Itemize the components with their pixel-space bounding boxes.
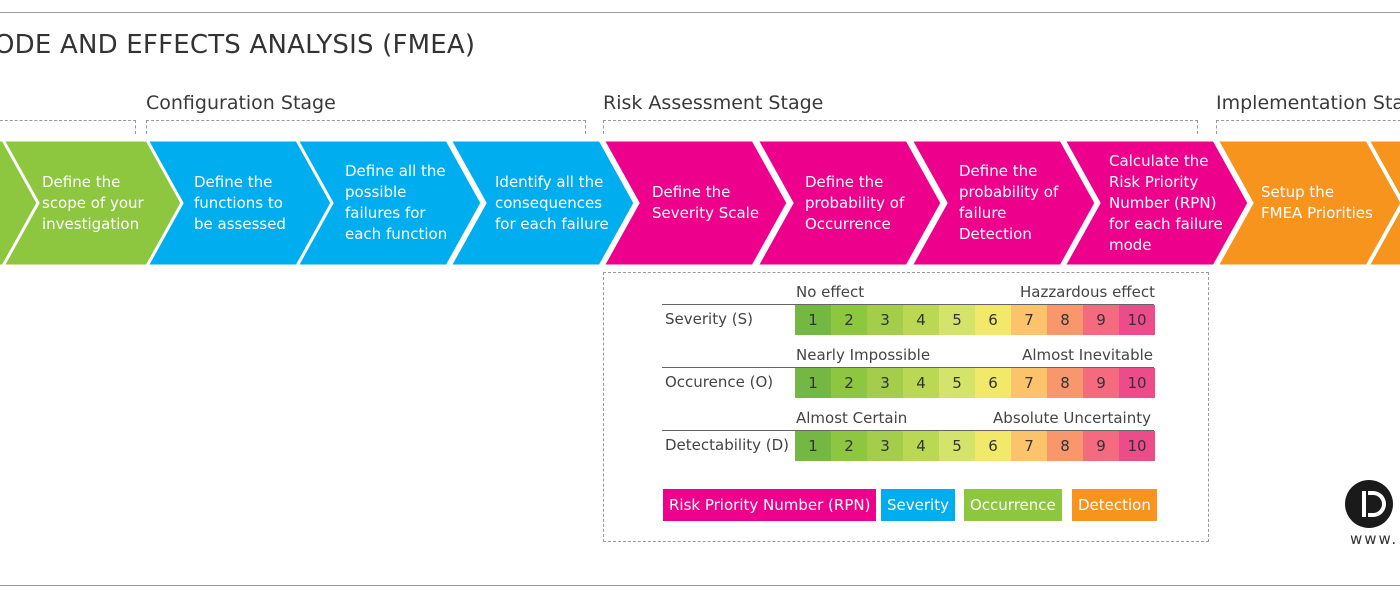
step-chevron-3 xyxy=(294,138,484,268)
severity-row-label: Severity (S) xyxy=(665,310,753,328)
severity-cell-3: 3 xyxy=(867,305,903,335)
step-chevron-5 xyxy=(600,138,790,268)
detectability-row-label: Detectability (D) xyxy=(665,436,790,454)
brand-logo-mark-icon xyxy=(1362,491,1386,517)
severity-high-label: Hazzardous effect xyxy=(1019,283,1155,301)
occurrence-cell-8: 8 xyxy=(1047,368,1083,398)
severity-cell-1: 1 xyxy=(795,305,831,335)
top-rule xyxy=(0,12,1400,13)
stage-bracket-risk-assessment xyxy=(603,120,1198,134)
step-chevron-10 xyxy=(1365,138,1400,268)
detectability-low-label: Almost Certain xyxy=(796,409,908,427)
occurrence-cell-9: 9 xyxy=(1083,368,1119,398)
occurrence-high-label: Almost Inevitable xyxy=(1022,346,1153,364)
severity-cell-8: 8 xyxy=(1047,305,1083,335)
severity-cell-10: 10 xyxy=(1119,305,1155,335)
legend-rpn: Risk Priority Number (RPN) xyxy=(663,489,877,521)
stage-bracket-configuration xyxy=(146,120,586,134)
detectability-cell-4: 4 xyxy=(903,431,939,461)
severity-cell-4: 4 xyxy=(903,305,939,335)
pre-stage-bracket xyxy=(0,120,136,134)
detectability-cell-2: 2 xyxy=(831,431,867,461)
step-chevron-8 xyxy=(1061,138,1251,268)
severity-row-line xyxy=(662,304,1154,305)
legend-occurrence: Occurrence xyxy=(964,489,1062,521)
detectability-scale: 1 2 3 4 5 6 7 8 9 10 xyxy=(795,431,1155,461)
detectability-row-line xyxy=(662,430,1154,431)
detectability-cell-10: 10 xyxy=(1119,431,1155,461)
occurrence-cell-2: 2 xyxy=(831,368,867,398)
rating-scales-panel xyxy=(603,272,1209,542)
step-chevron-4 xyxy=(447,138,637,268)
occurrence-cell-10: 10 xyxy=(1119,368,1155,398)
detectability-cell-6: 6 xyxy=(975,431,1011,461)
severity-low-label: No effect xyxy=(796,283,865,301)
occurrence-cell-7: 7 xyxy=(1011,368,1047,398)
step-3-text: Define all the possible failures for eac… xyxy=(345,162,448,243)
step-1-text: Define the scope of your investigation xyxy=(42,172,144,233)
bottom-rule xyxy=(0,585,1400,586)
detectability-cell-9: 9 xyxy=(1083,431,1119,461)
occurrence-cell-5: 5 xyxy=(939,368,975,398)
step-chevron-6 xyxy=(754,138,944,268)
detectability-cell-5: 5 xyxy=(939,431,975,461)
occurrence-cell-3: 3 xyxy=(867,368,903,398)
detectability-cell-8: 8 xyxy=(1047,431,1083,461)
stage-label-implementation: Implementation Sta xyxy=(1216,92,1400,114)
detectability-cell-7: 7 xyxy=(1011,431,1047,461)
occurrence-scale: 1 2 3 4 5 6 7 8 9 10 xyxy=(795,368,1155,398)
occurrence-cell-6: 6 xyxy=(975,368,1011,398)
legend-severity: Severity xyxy=(881,489,955,521)
occurrence-low-label: Nearly Impossible xyxy=(796,346,931,364)
stage-bracket-implementation xyxy=(1216,120,1400,134)
detectability-cell-3: 3 xyxy=(867,431,903,461)
detectability-high-label: Absolute Uncertainty xyxy=(993,409,1151,427)
step-6-text: Define the probability of Occurrence xyxy=(805,172,905,233)
legend-detection: Detection xyxy=(1072,489,1157,521)
stage-label-configuration: Configuration Stage xyxy=(146,92,336,114)
occurrence-cell-1: 1 xyxy=(795,368,831,398)
step-4-text: Identify all the consequences for each f… xyxy=(495,172,609,233)
page-title: ODE AND EFFECTS ANALYSIS (FMEA) xyxy=(0,30,476,60)
occurrence-cell-4: 4 xyxy=(903,368,939,398)
step-chevron-7 xyxy=(908,138,1098,268)
step-7-text: Define the probability of failure Detect… xyxy=(959,162,1059,243)
step-8-text: Calculate the Risk Priority Number (RPN)… xyxy=(1109,151,1223,254)
severity-cell-5: 5 xyxy=(939,305,975,335)
stage-label-risk-assessment: Risk Assessment Stage xyxy=(603,92,824,114)
severity-scale: 1 2 3 4 5 6 7 8 9 10 xyxy=(795,305,1155,335)
severity-cell-7: 7 xyxy=(1011,305,1047,335)
severity-cell-2: 2 xyxy=(831,305,867,335)
brand-url: www. xyxy=(1350,530,1399,548)
occurrence-row-label: Occurence (O) xyxy=(665,373,774,391)
step-5-text: Define the Severity Scale xyxy=(652,183,760,222)
occurrence-row-line xyxy=(662,367,1154,368)
severity-cell-9: 9 xyxy=(1083,305,1119,335)
step-9-text: Setup the FMEA Priorities xyxy=(1261,183,1373,222)
step-2-text: Define the functions to be assessed xyxy=(194,172,286,233)
detectability-cell-1: 1 xyxy=(795,431,831,461)
severity-cell-6: 6 xyxy=(975,305,1011,335)
